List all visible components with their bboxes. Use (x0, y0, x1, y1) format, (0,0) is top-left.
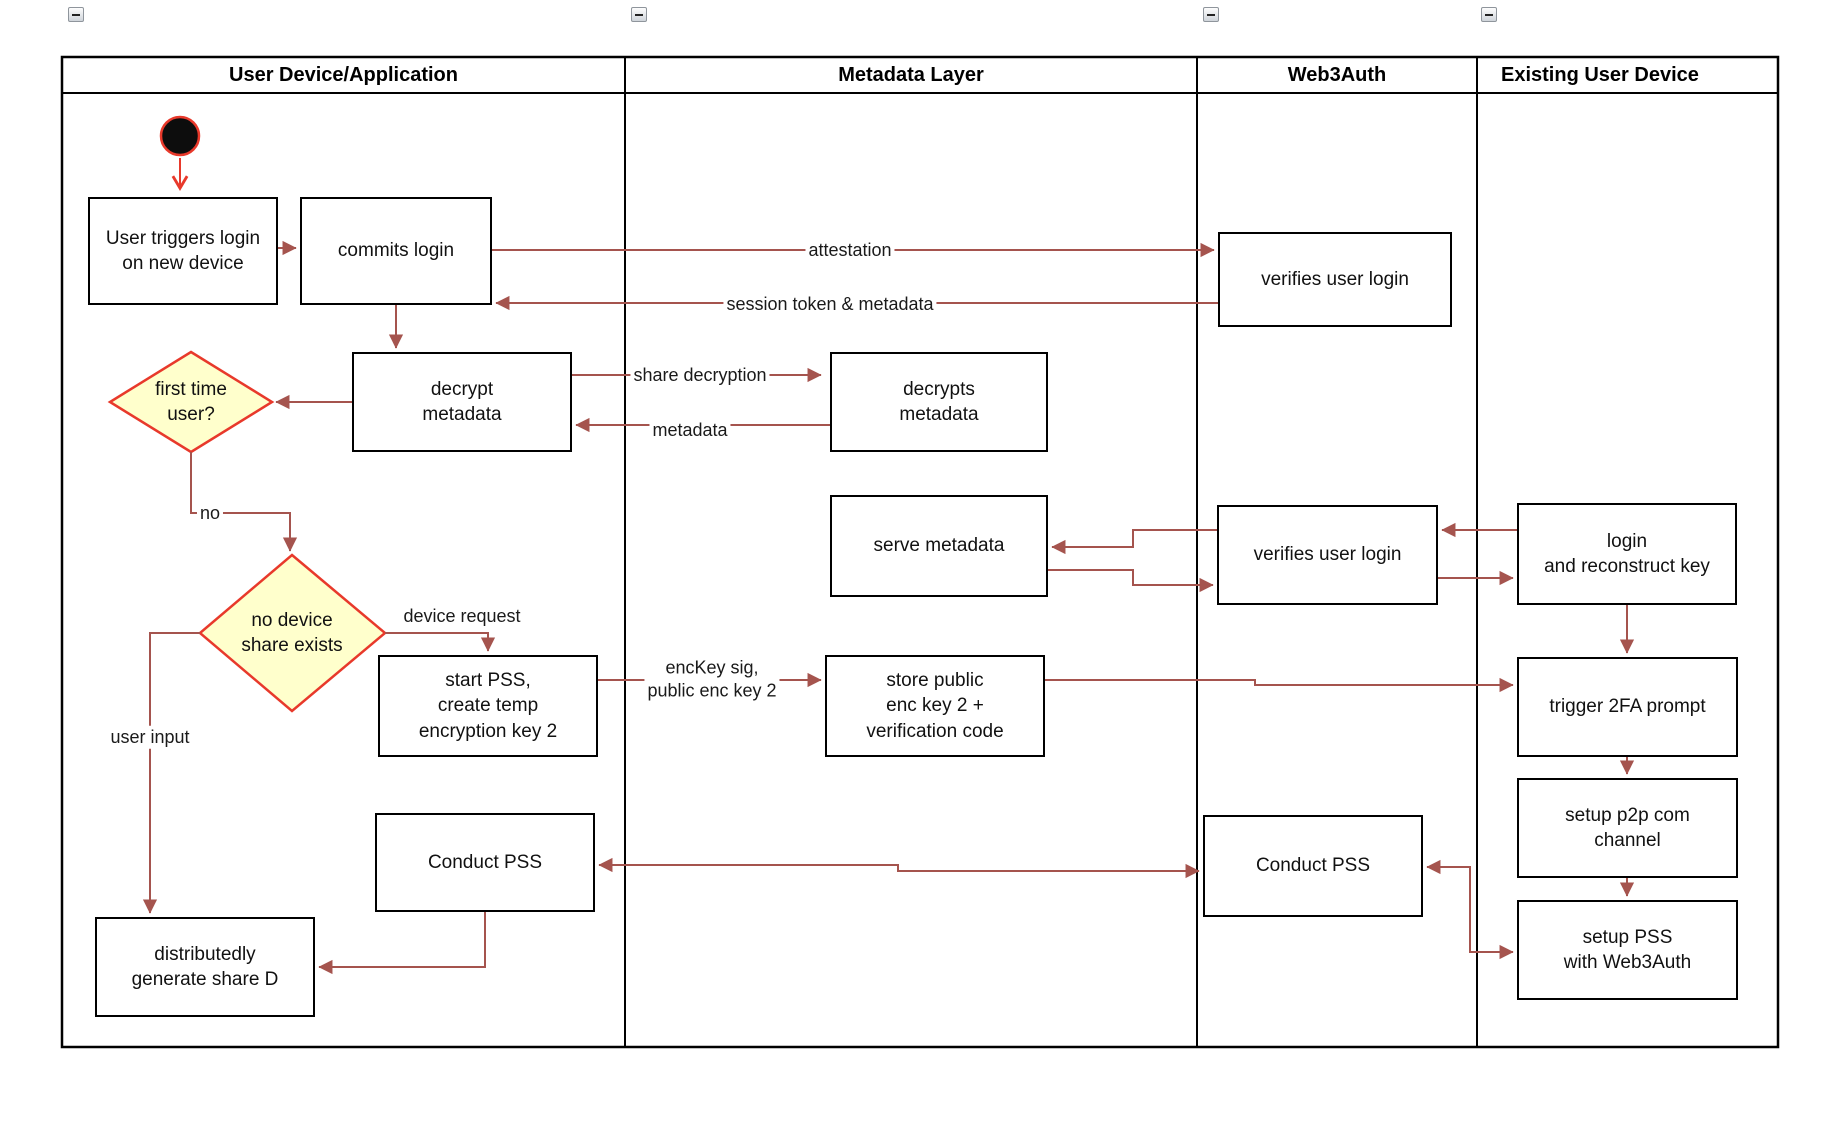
node-generate-share-d: distributedly generate share D (95, 917, 315, 1017)
collapse-icon-user-device[interactable] (68, 7, 84, 22)
lane-header-web3auth: Web3Auth (1197, 57, 1477, 93)
decision-label-no-device-share: no device share exists (241, 609, 343, 656)
node-setup-pss: setup PSS with Web3Auth (1517, 900, 1738, 1000)
edge-verify-to-serve (1051, 529, 1217, 555)
edge-label-user-input: user input (107, 725, 193, 749)
node-setup-p2p: setup p2p com channel (1517, 778, 1738, 878)
node-conduct-pss-user: Conduct PSS (375, 813, 595, 912)
edge-label-no: no (196, 501, 224, 525)
edge-label-session-token: session token & metadata (723, 292, 937, 316)
node-conduct-pss-web3auth: Conduct PSS (1203, 815, 1423, 917)
lane-header-existing-device: Existing User Device (1477, 57, 1778, 93)
edge-conduct-to-generate (318, 912, 486, 975)
node-store-public-key: store public enc key 2 + verification co… (825, 655, 1045, 757)
lane-header-metadata-layer: Metadata Layer (625, 57, 1197, 93)
lane-title-user-device: User Device/Application (229, 63, 458, 86)
node-verifies-user-login-mid: verifies user login (1217, 505, 1438, 605)
edge-conduct-pss-link (598, 857, 1200, 879)
lane-title-existing-device: Existing User Device (1501, 63, 1699, 86)
collapse-icon-metadata-layer[interactable] (631, 7, 647, 22)
node-start-pss: start PSS, create temp encryption key 2 (378, 655, 598, 757)
node-user-triggers-login: User triggers login on new device (88, 197, 278, 305)
collapse-icon-existing-device[interactable] (1481, 7, 1497, 22)
lane-header-user-device: User Device/Application (62, 57, 625, 93)
edge-label-metadata: metadata (649, 418, 731, 442)
edge-label-attestation: attestation (805, 238, 895, 262)
edge-no-branch (190, 452, 298, 552)
edge-setup-pss-conduct (1426, 859, 1514, 960)
node-serve-metadata: serve metadata (830, 495, 1048, 597)
lane-title-web3auth: Web3Auth (1287, 63, 1387, 86)
edge-device-request (385, 632, 496, 652)
node-login-reconstruct-key: login and reconstruct key (1517, 503, 1737, 605)
edge-label-share-decryption: share decryption (630, 363, 770, 387)
node-commits-login: commits login (300, 197, 492, 305)
node-trigger-2fa: trigger 2FA prompt (1517, 657, 1738, 757)
node-decrypts-metadata: decrypts metadata (830, 352, 1048, 452)
node-verifies-user-login-top: verifies user login (1218, 232, 1452, 327)
edge-label-device-request: device request (403, 605, 521, 626)
edge-store-to-2fa (1045, 677, 1514, 693)
collapse-icon-web3auth[interactable] (1203, 7, 1219, 22)
decision-label-first-time-user: first time user? (155, 378, 227, 425)
lane-title-metadata-layer: Metadata Layer (838, 63, 984, 86)
start-node (159, 115, 201, 157)
edge-label-enckey: encKey sig, public enc key 2 (644, 656, 780, 702)
decision-no-device-share (198, 553, 387, 713)
edge-user-input (142, 632, 200, 914)
edge-serve-to-verify (1048, 569, 1214, 593)
node-decrypt-metadata: decrypt metadata (352, 352, 572, 452)
